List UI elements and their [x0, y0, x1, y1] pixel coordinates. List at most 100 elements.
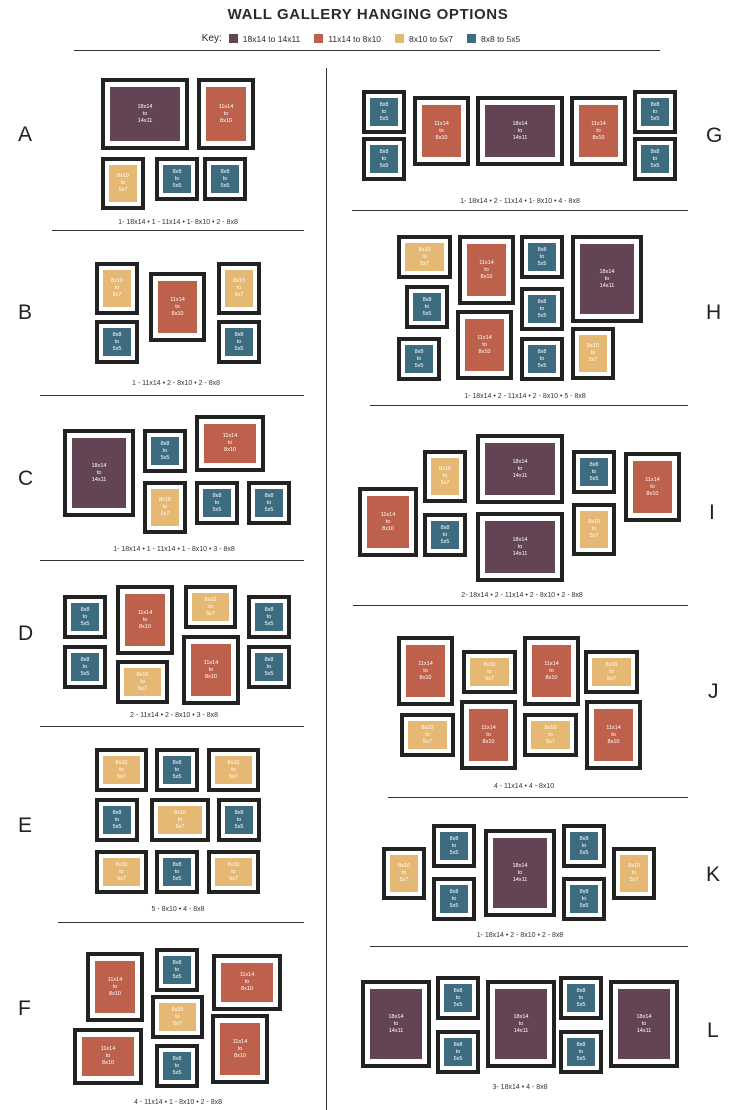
print-size-label: to [174, 175, 180, 182]
layout-letter: E [18, 814, 33, 837]
print-size-label: 18x14 [512, 536, 528, 543]
print-size-label: 8x8 [172, 861, 182, 868]
print-size-label: 8x8 [453, 987, 463, 994]
layout-letter: B [18, 301, 33, 324]
layout-letter: H [706, 301, 722, 324]
print-size-label: to [142, 616, 148, 623]
layout-caption: 1- 18x14 • 2 - 11x14 • 1- 8x10 • 4 - 8x8 [460, 198, 580, 205]
print-size-label: to [174, 966, 180, 973]
layout-caption: 5 - 8x10 • 4 - 8x8 [151, 906, 205, 913]
layout-letter: J [708, 680, 719, 703]
print-size-label: 8x10 [102, 1060, 114, 1066]
print-size-label: to [177, 816, 183, 823]
print-size-label: 5x5 [264, 620, 274, 627]
print-size-label: 5x7 [440, 480, 450, 486]
print-size-label: 5x5 [422, 310, 432, 317]
print-size-label: to [266, 663, 272, 670]
print-size-label: 11x14 [645, 476, 660, 483]
print-size-label: 8x10 [398, 863, 410, 869]
print-size-label: 8x8 [234, 331, 244, 338]
print-size-label: 8x8 [579, 888, 589, 895]
print-size-label: to [487, 668, 492, 675]
print-size-label: to [236, 816, 242, 823]
print-size-label: 8x10 [607, 738, 620, 745]
print-size-label: 11x14 [591, 120, 606, 127]
layout-caption: 4 - 11x14 • 1 - 8x10 • 2 - 8x8 [133, 1099, 223, 1106]
print-size-label: to [416, 355, 422, 362]
print-size-label: 8x8 [414, 348, 424, 355]
layout-caption: 1- 18x14 • 2 - 11x14 • 2 - 8x10 • 5 - 8x… [464, 393, 586, 400]
print-size-label: to [549, 667, 554, 674]
print-size-label: to [596, 127, 601, 134]
print-size-label: to [439, 127, 444, 134]
print-size-label: 8x10 [227, 759, 240, 766]
print-size-label: to [611, 731, 616, 738]
print-size-label: to [140, 678, 145, 685]
section-divider [370, 946, 688, 947]
print-size-label: 8x10 [171, 310, 184, 317]
print-size-label: to [578, 994, 584, 1001]
print-size-label: to [175, 1013, 180, 1020]
print-size-label: 5x5 [650, 115, 660, 122]
print-size-label: 8x10 [588, 519, 600, 525]
print-size-label: 8x10 [220, 117, 232, 124]
print-size-label: 5x5 [172, 973, 182, 980]
print-size-label: to [484, 266, 489, 273]
print-size-label: 11x14 [239, 972, 255, 978]
print-size-label: 8x10 [117, 173, 129, 179]
swatch-large [228, 34, 238, 43]
layout-caption: 2- 18x14 • 2 - 11x14 • 2 - 8x10 • 2 - 8x… [461, 592, 583, 599]
print-size-label: 8x10 [482, 738, 495, 745]
print-size-label: to [208, 603, 213, 610]
print-size-label: to [214, 499, 220, 506]
print-size-label: 5x7 [117, 875, 126, 882]
layout-caption: 1- 18x14 • 1 - 11x14 • 1- 8x10 • 2 - 8x8 [118, 219, 238, 226]
section-divider [40, 395, 304, 396]
print-size-label: to [591, 468, 597, 475]
print-size-label: 5x5 [80, 670, 90, 677]
swatch-medium [314, 34, 324, 43]
print-size-label: to [581, 842, 587, 849]
print-size-label: to [486, 731, 491, 738]
print-size-label: 8x10 [483, 661, 496, 668]
print-size-label: 11x14 [222, 433, 238, 439]
key-item-label: 18x14 to 14x11 [242, 33, 301, 44]
print-size-label: 18x14 [388, 1013, 404, 1020]
